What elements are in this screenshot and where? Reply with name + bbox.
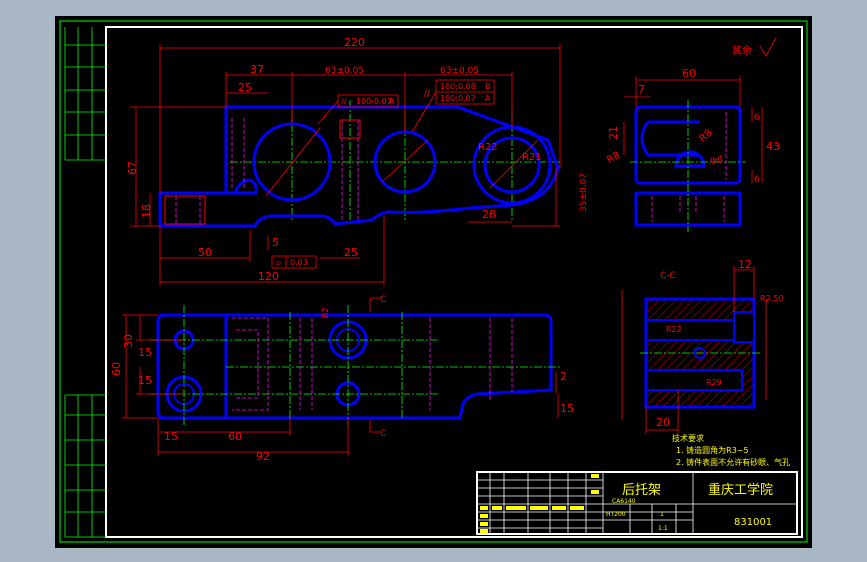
rest-finish-text: 其余 (732, 44, 752, 57)
dim-25-bottom: 25 (344, 246, 358, 259)
flatness-frame: ▱ 0.03 (271, 255, 317, 269)
dim-35: 35±0.07 (579, 173, 589, 212)
dim-37: 37 (250, 63, 264, 76)
gdt2a-value: 100:0.08 (440, 82, 476, 91)
dim-15-c: 15 (164, 430, 178, 443)
front-bore-diameter-leaders (265, 127, 539, 197)
notes-title: 技术要求 (672, 433, 704, 443)
front-view-outline (158, 105, 560, 228)
gdt-frame-1: // 100:0.07 A (317, 94, 399, 125)
flatness-value: 0.03 (290, 258, 308, 267)
side-view (630, 100, 746, 232)
dim-21: 21 (607, 126, 620, 140)
gdt1-ref: A (389, 97, 395, 106)
notes-line1: 1. 铸造圆角为R3~5 (676, 445, 749, 455)
dim-12: 12 (738, 258, 752, 271)
dim-r22: R22 (478, 142, 498, 153)
dim-63-right: 63±0.05 (440, 66, 479, 76)
material: HT200 (606, 511, 626, 518)
gdt2b-value: 100:0.07 (440, 94, 476, 103)
section-bore-lower (645, 369, 743, 391)
section-title: C-C (660, 271, 676, 281)
side-view-lower (634, 191, 742, 227)
dim-60-side: 60 (682, 67, 696, 80)
dim-15-a: 15 (138, 346, 152, 359)
dim-18: 18 (140, 204, 153, 218)
front-dimension-lines (130, 44, 561, 286)
section-c-c: C-C (640, 271, 760, 409)
dim-92: 92 (256, 450, 270, 463)
section-dimension-text: 12 20 R2.50 R22 R29 (656, 258, 783, 429)
gdt-frame-2: 100:0.08 B 100:0.07 A // (411, 79, 495, 133)
dim-120: 120 (258, 270, 279, 283)
dim-7: 7 (638, 83, 645, 96)
dim-43: 43 (766, 140, 780, 153)
dim-25-top: 25 (238, 81, 252, 94)
front-notch (339, 119, 361, 139)
top-view-outline (156, 313, 553, 420)
school-name: 重庆工学院 (708, 482, 773, 498)
dim-15-d: 15 (560, 402, 574, 415)
dim-15-b: 15 (138, 374, 152, 387)
front-dimension-text: 220 37 63±0.05 63±0.05 25 67 18 50 25 12… (126, 36, 589, 283)
inner-frame (105, 26, 803, 538)
dim-2: 2 (560, 370, 567, 383)
side-view-arc (674, 150, 706, 168)
side-dimension-lines (623, 76, 763, 183)
dim-60-top-vert: 60 (110, 362, 123, 376)
svg-text:▱: ▱ (275, 258, 282, 267)
part-code: CA6140 (612, 498, 636, 505)
gdt1-value: 100:0.07 (356, 97, 392, 106)
cut-c-top: C (380, 295, 386, 305)
front-left-boss (164, 195, 206, 225)
gdt2a-ref: B (485, 82, 491, 91)
front-hidden-lines (175, 118, 359, 224)
dim-20: 20 (656, 416, 670, 429)
top-view (150, 305, 560, 425)
svg-text://: // (341, 97, 347, 106)
section-bore-upper (645, 319, 743, 341)
dim-r29: R29 (706, 378, 722, 387)
section-dimension-lines (621, 266, 767, 434)
dim-r250: R2.50 (760, 294, 783, 303)
dim-r21: R21 (522, 152, 542, 163)
side-view-slot (640, 120, 700, 157)
notes-line2: 2. 铸件表面不允许有砂眼、气孔 (676, 457, 790, 467)
top-dimension-lines (122, 297, 559, 456)
dim-50: 50 (198, 246, 212, 259)
rest-finish-note: 其余 (732, 37, 777, 57)
title-block: 后托架 CA6140 重庆工学院 831001 HT200 1 1:1 (476, 471, 798, 535)
dim-28: 28 (482, 208, 496, 221)
dim-60-top: 60 (228, 430, 242, 443)
top-dimension-text: 60 30 15 15 15 60 92 2 15 R2 C C (110, 295, 574, 463)
drawing-number: 831001 (734, 517, 772, 528)
gdt2b-ref: A (485, 94, 491, 103)
dim-67: 67 (126, 161, 139, 175)
outer-frame (59, 20, 808, 543)
dim-220: 220 (344, 36, 365, 49)
dim-30: 30 (122, 334, 135, 348)
section-pocket (733, 311, 755, 343)
dim-6-top: 6 (754, 113, 760, 123)
scale: 1:1 (658, 525, 668, 532)
section-hole (694, 347, 706, 359)
dim-phi6: φ6 (710, 155, 723, 166)
side-dimension-text: 60 7 21 43 6 6 R8 R8 φ6 (605, 67, 780, 185)
front-view (158, 100, 560, 228)
part-name: 后托架 (622, 483, 661, 498)
dim-r2: R2 (321, 307, 330, 318)
dim-5: 5 (272, 236, 279, 249)
dim-6-bottom: 6 (754, 175, 760, 185)
technical-notes: 技术要求 1. 铸造圆角为R3~5 2. 铸件表面不允许有砂眼、气孔 (672, 433, 790, 467)
svg-text://: // (424, 89, 431, 99)
left-border-strip (64, 27, 106, 538)
quantity: 1 (660, 511, 664, 518)
dim-63-left: 63±0.05 (325, 66, 364, 76)
cut-c-bottom: C (380, 429, 386, 439)
dim-r22b: R22 (666, 325, 682, 334)
front-bore-right-inner (483, 136, 541, 194)
